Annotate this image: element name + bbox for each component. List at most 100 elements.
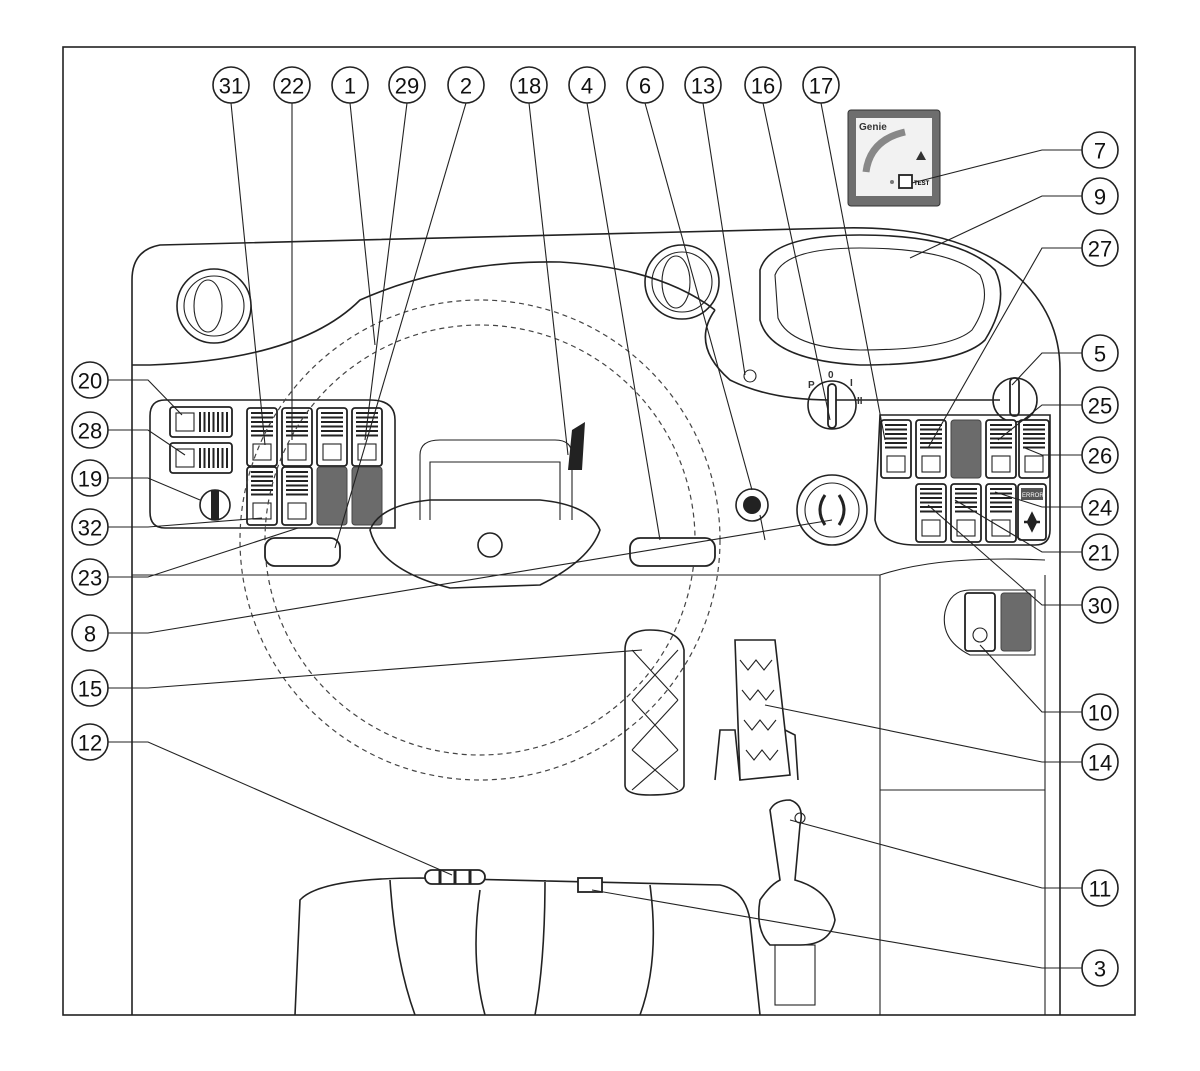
- callout-8: 8: [71, 614, 109, 652]
- callout-25: 25: [1081, 386, 1119, 424]
- steering-column: [419, 439, 573, 520]
- callout-7: 7: [1081, 131, 1119, 169]
- rocker-switch[interactable]: [985, 483, 1017, 543]
- callout-number: 16: [751, 74, 775, 99]
- blank-switch[interactable]: [351, 466, 383, 526]
- blank-switch[interactable]: [950, 419, 982, 479]
- leader-line-16: [762, 102, 831, 421]
- horizontal-switch[interactable]: [169, 442, 233, 474]
- air-vent-center: [644, 244, 720, 320]
- callout-number: 23: [78, 566, 102, 591]
- callout-number: 12: [78, 731, 102, 756]
- callout-9: 9: [1081, 177, 1119, 215]
- parking-brake-switch[interactable]: [964, 592, 996, 652]
- right-switch-panel: [874, 414, 1051, 546]
- callout-30: 30: [1081, 586, 1119, 624]
- leader-line-25: [997, 404, 1082, 441]
- leader-line-9: [909, 195, 1082, 259]
- seat-lumbar-knob[interactable]: [577, 877, 603, 893]
- callout-18: 18: [510, 66, 548, 104]
- callout-number: 5: [1094, 342, 1106, 367]
- rocker-switch[interactable]: [950, 483, 982, 543]
- leader-line-4: [586, 102, 661, 541]
- rocker-switch[interactable]: [880, 419, 912, 479]
- rocker-switch[interactable]: [281, 407, 313, 467]
- leader-line-1: [349, 102, 376, 346]
- steering-hub: [369, 499, 601, 589]
- steering-wheel[interactable]: [239, 299, 721, 781]
- leader-line-20: [108, 379, 183, 416]
- leader-line-14: [764, 704, 1082, 763]
- callout-15: 15: [71, 669, 109, 707]
- joystick[interactable]: [757, 799, 836, 1006]
- leader-line-10: [979, 644, 1082, 713]
- leader-line-5: [1011, 352, 1082, 386]
- forward-reverse-lever[interactable]: [629, 537, 716, 567]
- test-button[interactable]: [898, 174, 913, 189]
- callout-12: 12: [71, 723, 109, 761]
- instrument-cluster: [759, 234, 1002, 366]
- callout-17: 17: [802, 66, 840, 104]
- leader-line-26: [1024, 447, 1082, 456]
- callout-4: 4: [568, 66, 606, 104]
- callout-number: 17: [809, 74, 833, 99]
- column-lever[interactable]: [568, 422, 585, 470]
- turn-signal-lever[interactable]: [264, 537, 341, 567]
- callout-number: 27: [1088, 237, 1112, 262]
- accelerator-pedal[interactable]: [714, 639, 799, 781]
- ignition-pos-ii: II: [857, 396, 863, 407]
- rocker-switch[interactable]: [985, 419, 1017, 479]
- leader-line-19: [108, 477, 201, 501]
- ignition-pos-i: I: [850, 378, 853, 389]
- callout-13: 13: [684, 66, 722, 104]
- rocker-switch[interactable]: [351, 407, 383, 467]
- indicator-light: [743, 369, 757, 383]
- leader-line-12: [108, 741, 453, 876]
- callout-24: 24: [1081, 488, 1119, 526]
- direction-button[interactable]: [796, 474, 868, 546]
- rocker-switch[interactable]: [246, 466, 278, 526]
- callout-number: 21: [1088, 541, 1112, 566]
- horizontal-switch[interactable]: [169, 406, 233, 438]
- callout-number: 7: [1094, 139, 1106, 164]
- rocker-switch[interactable]: [1018, 419, 1050, 479]
- air-vent-left: [176, 268, 252, 344]
- leader-line-7: [911, 149, 1082, 184]
- ignition-switch[interactable]: [807, 380, 857, 430]
- callout-19: 19: [71, 459, 109, 497]
- leader-line-24: [994, 491, 1082, 508]
- brake-pedal[interactable]: [624, 629, 685, 796]
- rocker-switch[interactable]: [281, 466, 313, 526]
- left-switch-panel: [149, 399, 396, 529]
- work-light-switch[interactable]: [199, 489, 231, 521]
- callout-5: 5: [1081, 334, 1119, 372]
- callout-number: 4: [581, 74, 593, 99]
- callout-number: 19: [78, 467, 102, 492]
- steering-mode-selector[interactable]: [992, 377, 1038, 423]
- leader-line-6: [644, 102, 753, 491]
- blank-switch[interactable]: [316, 466, 348, 526]
- leader-line-27: [927, 247, 1082, 449]
- callout-number: 14: [1088, 751, 1112, 776]
- rocker-switch[interactable]: [915, 419, 947, 479]
- seat-adjust-knob[interactable]: [424, 869, 486, 885]
- callout-number: 18: [517, 74, 541, 99]
- rocker-switch[interactable]: [915, 483, 947, 543]
- callout-20: 20: [71, 361, 109, 399]
- leader-line-13: [702, 102, 746, 376]
- genie-logo: Genie: [859, 122, 887, 133]
- callout-16: 16: [744, 66, 782, 104]
- callout-10: 10: [1081, 693, 1119, 731]
- dashboard-upper-cover: [132, 261, 716, 366]
- leader-line-8: [108, 519, 833, 634]
- callout-29: 29: [388, 66, 426, 104]
- blank-switch: [1000, 592, 1032, 652]
- callout-number: 13: [691, 74, 715, 99]
- callout-number: 6: [639, 74, 651, 99]
- rocker-switch[interactable]: [316, 407, 348, 467]
- ignition-pos-0: 0: [828, 370, 834, 381]
- diagram-frame: [62, 46, 1136, 1016]
- leader-line-30: [927, 504, 1082, 606]
- leader-line-2: [334, 102, 467, 549]
